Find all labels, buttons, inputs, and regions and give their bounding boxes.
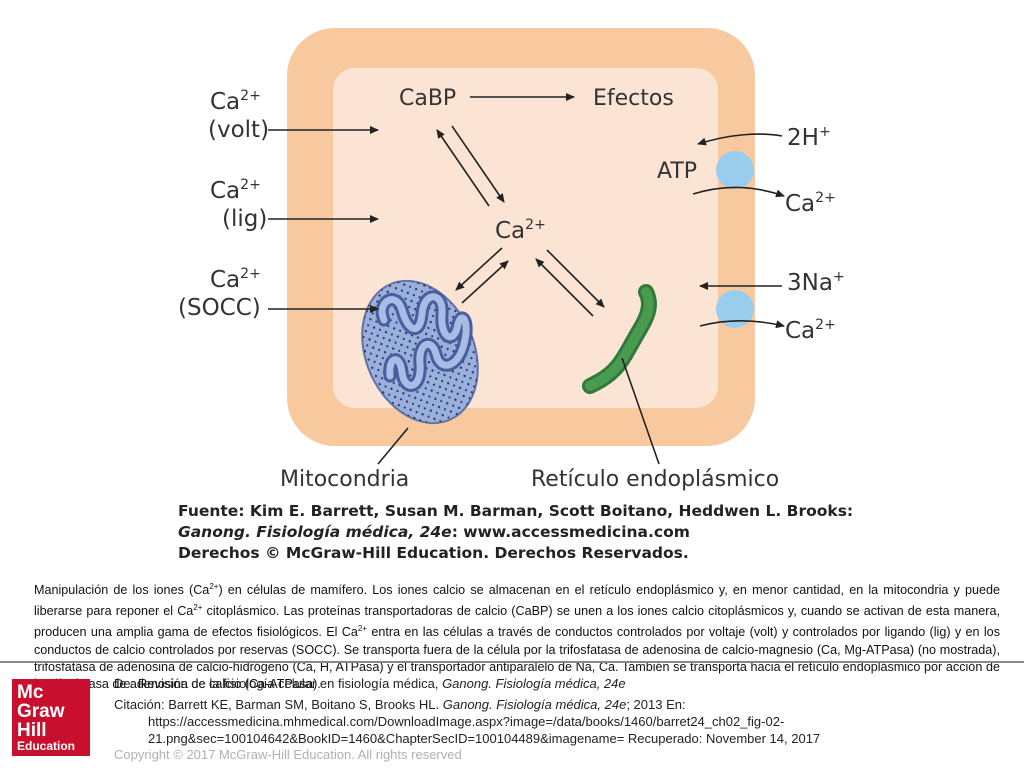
label-ca-out-2: Ca2+ — [785, 317, 836, 344]
label-volt: (volt) — [208, 117, 269, 143]
label-reticulo: Retículo endoplásmico — [531, 467, 779, 492]
citation-de: De: Revisión de la fisiología celular en… — [114, 676, 626, 691]
arrow-ca-to-mito — [455, 247, 503, 291]
cell-diagram: Ca2+ (volt) Ca2+ (lig) Ca2+ (SOCC) CaBP … — [178, 28, 845, 492]
mitochondrion — [361, 279, 479, 425]
mcgraw-hill-logo: Mc Graw Hill Education — [12, 679, 90, 756]
label-atp: ATP — [657, 159, 697, 184]
figure-caption: Manipulación de los iones (Ca2+) en célu… — [34, 582, 1001, 691]
label-ca-lig: Ca2+ — [210, 177, 261, 204]
arrow-er-to-ca — [535, 258, 594, 317]
arrow-cabp-to-ca — [451, 125, 505, 203]
citation-url-1[interactable]: https://accessmedicina.mhmedical.com/Dow… — [148, 714, 785, 729]
arrow-2h-in — [697, 133, 783, 146]
label-mitocondria: Mitocondria — [280, 467, 409, 492]
source-line-3: Derechos © McGraw-Hill Education. Derech… — [178, 544, 689, 562]
calcium-handling-figure: Ca2+ (volt) Ca2+ (lig) Ca2+ (SOCC) CaBP … — [170, 20, 853, 565]
endoplasmic-reticulum — [582, 284, 657, 394]
citation-main: Citación: Barrett KE, Barman SM, Boitano… — [114, 697, 686, 712]
label-2h: 2H+ — [787, 124, 831, 151]
label-socc: (SOCC) — [178, 295, 261, 321]
label-ca-socc: Ca2+ — [210, 266, 261, 293]
label-lig: (lig) — [222, 206, 267, 232]
arrow-ca-out-1 — [692, 186, 785, 198]
label-efectos: Efectos — [593, 86, 674, 111]
citation-url-2[interactable]: 21.png&sec=100104642&BookID=1460&Chapter… — [148, 731, 821, 746]
divider — [0, 661, 1024, 663]
arrow-ca-to-cabp — [436, 129, 490, 207]
source-line-1: Fuente: Kim E. Barrett, Susan M. Barman,… — [178, 502, 854, 520]
source-line-2: Ganong. Fisiología médica, 24e: www.acce… — [178, 523, 690, 541]
h-ca-pump — [716, 151, 754, 189]
pointer-mitocondria — [377, 427, 409, 465]
label-ca-volt: Ca2+ — [210, 88, 261, 115]
pointer-reticulo — [621, 357, 660, 465]
arrow-ca-out-2 — [699, 319, 785, 329]
arrow-ca-to-er — [546, 249, 605, 308]
copyright-notice: Copyright © 2017 McGraw-Hill Education. … — [114, 747, 462, 762]
na-ca-exchanger — [716, 290, 754, 328]
arrow-mito-to-ca — [461, 260, 509, 304]
label-ca-center: Ca2+ — [495, 217, 546, 244]
label-3na: 3Na+ — [787, 269, 845, 296]
label-ca-out-1: Ca2+ — [785, 190, 836, 217]
label-cabp: CaBP — [399, 86, 456, 111]
